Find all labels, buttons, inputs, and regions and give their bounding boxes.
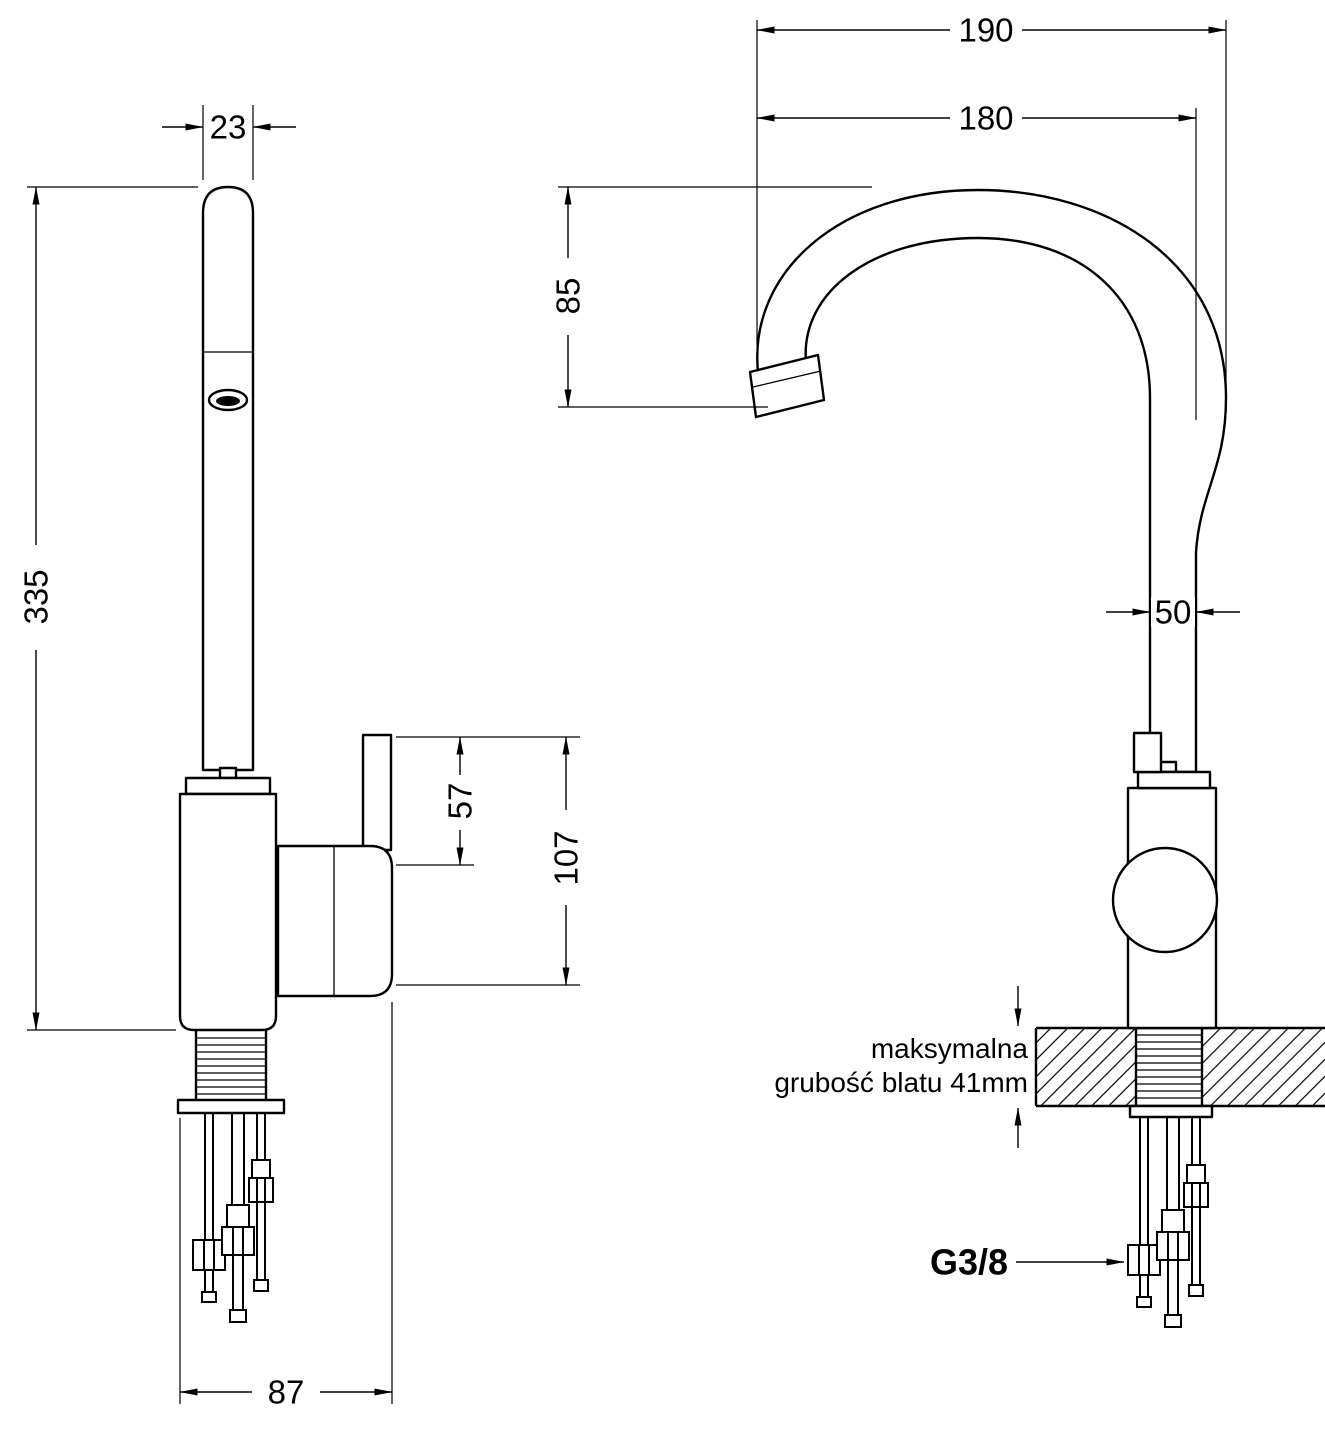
- gooseneck-spout-side: [756, 188, 1228, 774]
- neck-notch-front: [218, 766, 238, 780]
- base-depth-label: 87: [268, 1374, 305, 1411]
- annotation-countertop-thickness: maksymalna grubość blatu 41mm: [774, 986, 1028, 1148]
- total-height-label: 335: [18, 569, 55, 624]
- spout-tip-aerator-side: [748, 353, 826, 419]
- front-view: [176, 185, 394, 1323]
- shank-threads-front: [197, 1037, 265, 1095]
- handle-lever-front: [361, 733, 393, 852]
- dimension-spout-height: 85: [550, 186, 872, 408]
- handle-lever-side: [1132, 731, 1163, 774]
- side-view: [748, 188, 1325, 1328]
- handle-knob-side: [1111, 846, 1219, 954]
- annotation-thread-size: G3/8: [930, 1242, 1125, 1283]
- undermount-hardware-front: [192, 1111, 274, 1323]
- handle-reach-label: 107: [548, 830, 585, 885]
- pipe-width-label-backing: [1151, 597, 1195, 627]
- handle-height-label: 57: [442, 783, 479, 820]
- faucet-body-front: [178, 792, 278, 1032]
- dimension-handle-reach: 107: [396, 736, 585, 986]
- countertop-note-line1: maksymalna: [871, 1033, 1029, 1064]
- countertop-note-line2: grubość blatu 41mm: [774, 1067, 1028, 1098]
- dimension-total-height: 335: [18, 186, 198, 1031]
- handle-housing-front: [276, 844, 394, 998]
- spout-height-label: 85: [550, 278, 587, 315]
- aerator-opening: [216, 396, 240, 406]
- dimension-spout-width: 23: [162, 105, 296, 180]
- neck-notch-side: [1158, 760, 1178, 774]
- spout-pipe-front: [201, 185, 255, 772]
- spout-reach-label: 180: [958, 100, 1013, 137]
- dimension-overall-reach: 190: [756, 12, 1227, 390]
- mounting-plate-front: [176, 1098, 286, 1115]
- threaded-shank-front: [194, 1030, 268, 1100]
- dimension-spout-reach: 180: [756, 100, 1197, 420]
- threaded-shank-side: [1134, 1028, 1204, 1106]
- undermount-hardware-side: [1127, 1116, 1209, 1328]
- dimension-pipe-width: 50: [1106, 594, 1240, 631]
- shank-threads-side: [1137, 1034, 1201, 1099]
- overall-reach-label: 190: [958, 12, 1013, 49]
- spout-tip-seam: [752, 370, 822, 388]
- base-flange-side: [1136, 770, 1212, 790]
- spout-width-label: 23: [210, 109, 247, 146]
- pipe-width-label: 50: [1155, 594, 1192, 631]
- under-counter-washer: [1128, 1104, 1214, 1119]
- dimension-handle-height: 57: [396, 736, 580, 866]
- dimension-base-depth: 87: [179, 1002, 393, 1411]
- shank-clearance: [1136, 1028, 1202, 1106]
- thread-size-label: G3/8: [930, 1242, 1008, 1283]
- base-flange-front: [184, 776, 272, 796]
